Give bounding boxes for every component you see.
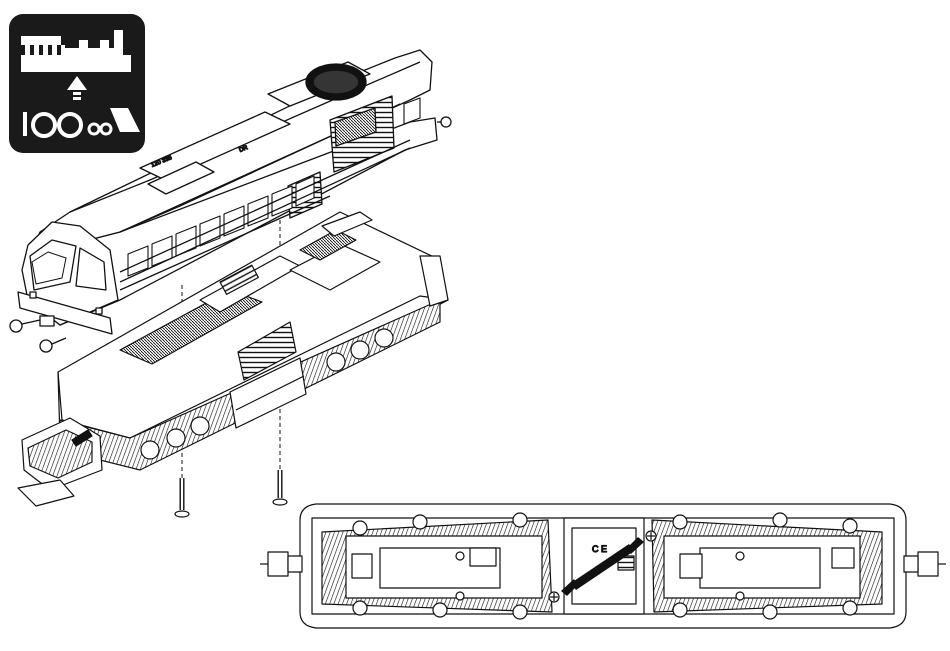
coupler-right: [904, 552, 946, 576]
fixing-screws: [175, 470, 287, 517]
bogie-right: [652, 513, 882, 619]
screw-front: [175, 478, 189, 517]
remove-body-shell-icon: [9, 14, 145, 153]
tank-mark: C E: [592, 544, 607, 554]
bogie-left: [322, 513, 552, 619]
screw-rear: [273, 470, 287, 505]
coupler-left: [260, 552, 302, 576]
